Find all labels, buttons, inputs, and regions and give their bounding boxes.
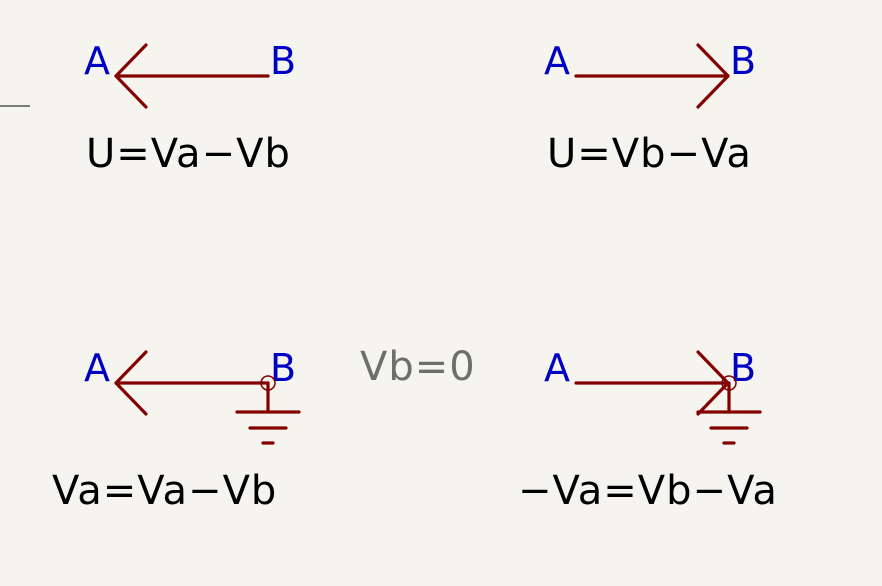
voltage-arrow-right[interactable] xyxy=(574,43,730,109)
voltage-equation: −Va=Vb−Va xyxy=(518,468,778,514)
node-a-label: A xyxy=(84,39,110,83)
voltage-arrow-left[interactable] xyxy=(114,43,270,109)
voltage-equation: U=Va−Vb xyxy=(86,131,291,177)
panel-top-right: A B U=Vb−Va xyxy=(544,39,756,177)
node-a-label: A xyxy=(84,346,110,390)
voltage-equation: Va=Va−Vb xyxy=(52,468,277,514)
node-a-label: A xyxy=(544,346,570,390)
voltage-equation: U=Vb−Va xyxy=(547,131,752,177)
reference-note: Vb=0 xyxy=(360,344,476,390)
panel-bottom-right: A B −Va=Vb−Va xyxy=(518,346,778,514)
node-b-label: B xyxy=(270,346,296,390)
node-b-label: B xyxy=(730,39,756,83)
ground-symbol-icon[interactable] xyxy=(696,381,762,445)
ground-symbol-icon[interactable] xyxy=(235,381,301,445)
panel-top-left: A B U=Va−Vb xyxy=(84,39,296,177)
node-a-label: A xyxy=(544,39,570,83)
panel-bottom-left: A B Va=Va−Vb xyxy=(52,346,301,514)
voltage-arrow-right[interactable] xyxy=(574,350,730,416)
node-b-label: B xyxy=(730,346,756,390)
node-b-label: B xyxy=(270,39,296,83)
voltage-arrow-left[interactable] xyxy=(114,350,270,416)
